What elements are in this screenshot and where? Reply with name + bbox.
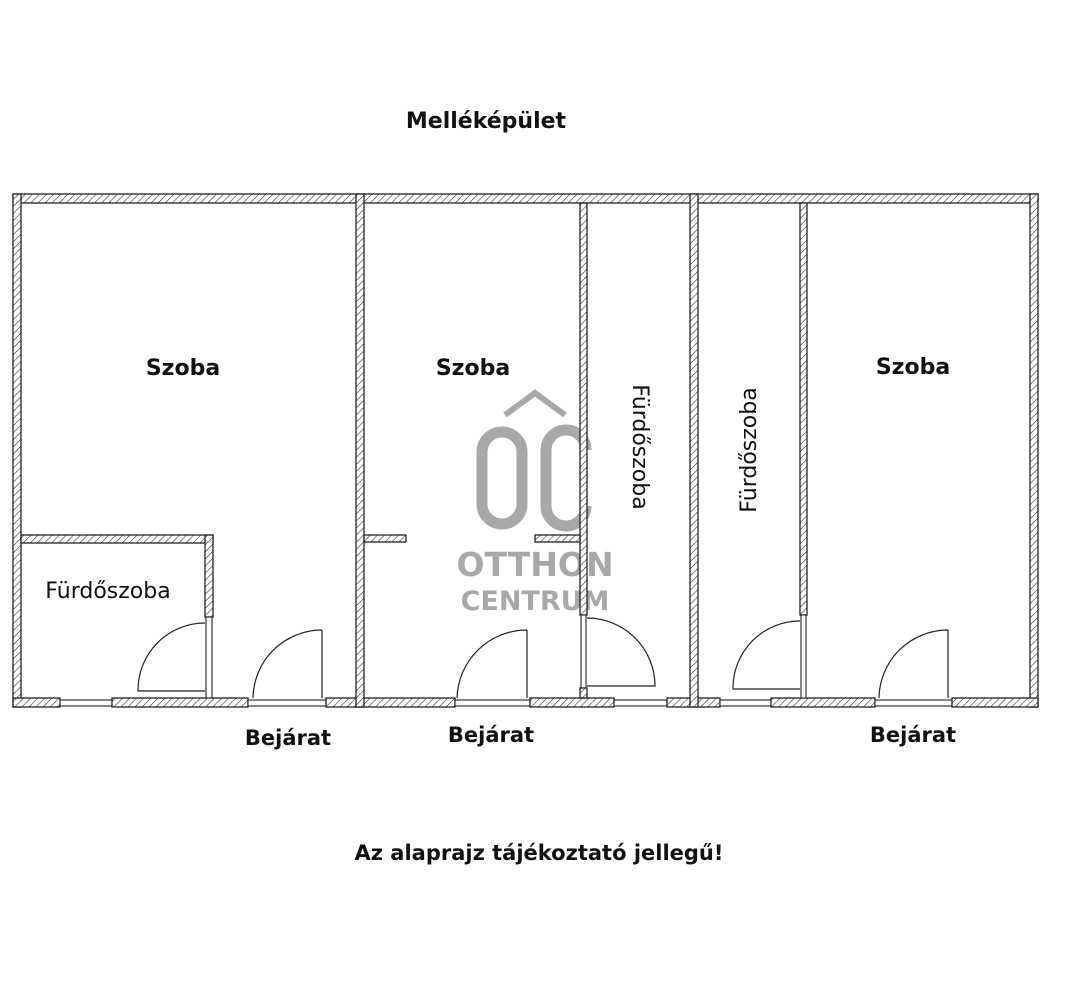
watermark-logo: OTTHON CENTRUM xyxy=(456,389,614,617)
door-swing-entrance3 xyxy=(878,629,949,699)
door-swing-entrance2 xyxy=(456,629,528,699)
entrance-label: Bejárat xyxy=(870,723,956,747)
roof-icon xyxy=(503,389,567,418)
door-swing-entrance1 xyxy=(252,629,323,699)
room-label: Fürdőszoba xyxy=(627,384,652,509)
entrance-label: Bejárat xyxy=(448,723,534,747)
watermark-line1: OTTHON xyxy=(456,545,613,584)
room-label: Fürdőszoba xyxy=(45,579,170,604)
room-label: Szoba xyxy=(436,356,510,381)
door-swing-bath1 xyxy=(137,622,206,692)
room-label: Szoba xyxy=(146,356,220,381)
door-swing-bath3 xyxy=(732,620,801,690)
room-label: Fürdőszoba xyxy=(737,387,762,512)
room-labels: Szoba Szoba Szoba Fürdőszoba Fürdőszoba … xyxy=(45,355,950,604)
door-swing-bath2 xyxy=(586,617,656,687)
entrance-label: Bejárat xyxy=(245,726,331,750)
plan-title: Melléképület xyxy=(406,109,567,134)
disclaimer: Az alaprajz tájékoztató jellegű! xyxy=(355,841,724,865)
doors xyxy=(137,617,949,699)
entrance-labels: Bejárat Bejárat Bejárat xyxy=(245,723,956,750)
walls xyxy=(12,193,1039,708)
room-label: Szoba xyxy=(876,355,950,380)
